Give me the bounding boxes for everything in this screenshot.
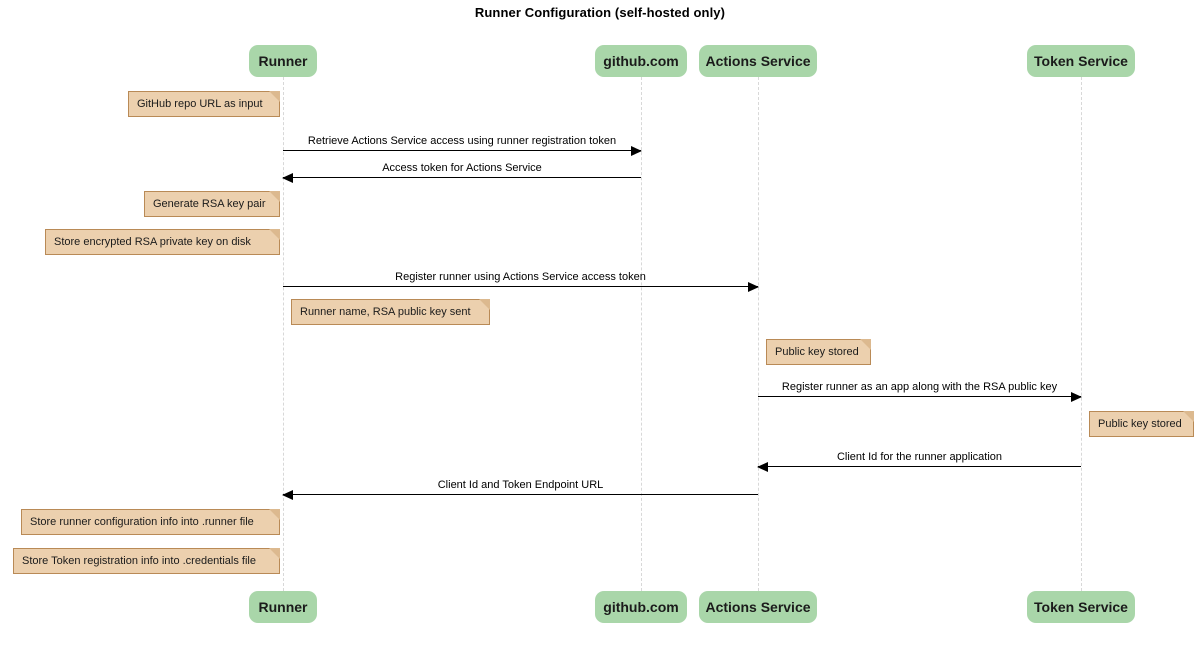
note-generate-rsa: Generate RSA key pair	[144, 191, 280, 217]
note-runner-name-pubkey-text: Runner name, RSA public key sent	[300, 306, 471, 318]
msg-register-app: Register runner as an app along with the…	[758, 381, 1082, 402]
note-fold-shade-icon	[269, 509, 280, 520]
note-public-key-stored-2-text: Public key stored	[1098, 418, 1182, 430]
note-fold-shade-icon	[479, 299, 490, 310]
msg-retrieve-access: Retrieve Actions Service access using ru…	[283, 135, 642, 156]
note-runner-name-pubkey: Runner name, RSA public key sent	[291, 299, 490, 325]
arrowhead-right-icon	[748, 282, 759, 292]
msg-register-runner-label: Register runner using Actions Service ac…	[395, 271, 646, 283]
note-fold-shade-icon	[269, 191, 280, 202]
msg-register-app-label: Register runner as an app along with the…	[781, 381, 1058, 393]
participant-runner-top[interactable]: Runner	[249, 45, 317, 77]
participant-token-bottom[interactable]: Token Service	[1027, 591, 1135, 623]
note-store-private-key: Store encrypted RSA private key on disk	[45, 229, 280, 255]
participant-actions-bottom[interactable]: Actions Service	[699, 591, 817, 623]
arrowhead-left-icon	[282, 490, 293, 500]
arrowhead-right-icon	[1071, 392, 1082, 402]
note-github-repo-url: GitHub repo URL as input	[128, 91, 280, 117]
note-github-repo-url-text: GitHub repo URL as input	[137, 98, 263, 110]
msg-client-id-label: Client Id for the runner application	[836, 451, 1003, 463]
note-store-runner-config-text: Store runner configuration info into .ru…	[30, 516, 254, 528]
participant-github-top[interactable]: github.com	[595, 45, 687, 77]
participant-github-bottom[interactable]: github.com	[595, 591, 687, 623]
note-store-token-reg: Store Token registration info into .cred…	[13, 548, 280, 574]
note-public-key-stored-1-text: Public key stored	[775, 346, 859, 358]
participant-actions-top[interactable]: Actions Service	[699, 45, 817, 77]
msg-retrieve-access-label: Retrieve Actions Service access using ru…	[307, 135, 617, 147]
lifeline-actions	[758, 77, 759, 591]
note-generate-rsa-text: Generate RSA key pair	[153, 198, 266, 210]
arrowhead-left-icon	[757, 462, 768, 472]
note-store-private-key-text: Store encrypted RSA private key on disk	[54, 236, 251, 248]
msg-register-runner: Register runner using Actions Service ac…	[283, 271, 759, 292]
note-fold-shade-icon	[1183, 411, 1194, 422]
note-fold-shade-icon	[269, 548, 280, 559]
msg-client-id: Client Id for the runner application	[757, 451, 1081, 472]
note-store-token-reg-text: Store Token registration info into .cred…	[22, 555, 256, 567]
note-fold-shade-icon	[269, 229, 280, 240]
participant-runner-bottom[interactable]: Runner	[249, 591, 317, 623]
note-fold-shade-icon	[860, 339, 871, 350]
msg-client-id-endpoint: Client Id and Token Endpoint URL	[282, 479, 758, 500]
lifeline-runner	[283, 77, 284, 591]
note-public-key-stored-1: Public key stored	[766, 339, 871, 365]
note-fold-shade-icon	[269, 91, 280, 102]
lifeline-github	[641, 77, 642, 591]
participant-token-top[interactable]: Token Service	[1027, 45, 1135, 77]
msg-access-token: Access token for Actions Service	[282, 162, 641, 183]
arrowhead-left-icon	[282, 173, 293, 183]
arrowhead-right-icon	[631, 146, 642, 156]
msg-client-id-endpoint-label: Client Id and Token Endpoint URL	[437, 479, 604, 491]
note-store-runner-config: Store runner configuration info into .ru…	[21, 509, 280, 535]
msg-access-token-label: Access token for Actions Service	[382, 162, 542, 174]
lifeline-token	[1081, 77, 1082, 591]
page-title: Runner Configuration (self-hosted only)	[474, 5, 726, 20]
note-public-key-stored-2: Public key stored	[1089, 411, 1194, 437]
